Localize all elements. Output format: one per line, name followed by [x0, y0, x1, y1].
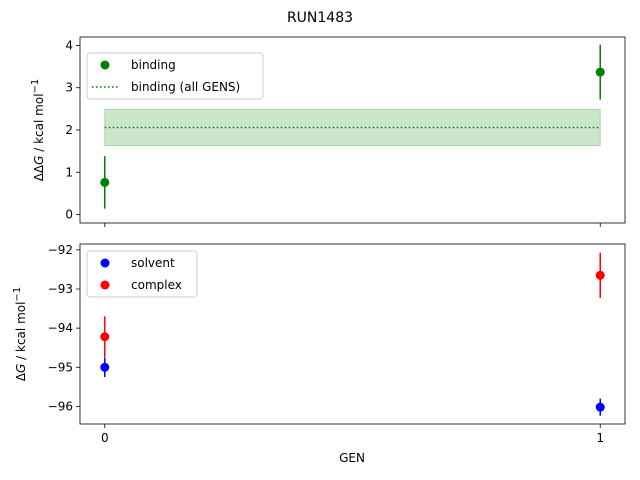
y-tick-label-ddg-3: 3	[65, 81, 73, 95]
y-tick-label-ddg-4: 4	[65, 38, 73, 52]
y-tick-label-dg-3: −95	[48, 360, 73, 374]
y-axis-label-ddg: ΔΔG / kcal mol−1	[30, 78, 46, 182]
legend-box-ddg	[86, 52, 264, 100]
y-tick-label-dg-4: −96	[48, 399, 73, 413]
legend-marker-dg-0	[100, 258, 110, 268]
legend-marker-dg-1	[100, 280, 110, 290]
legend-dg: solvent complex	[86, 250, 198, 298]
legend-box-dg	[86, 250, 198, 298]
axes-frame-dg	[79, 243, 626, 425]
chart-title: RUN1483	[287, 10, 353, 26]
point-binding-1	[595, 67, 605, 77]
y-tick-label-dg-2: −94	[48, 321, 73, 335]
x-tick-label-1: 1	[596, 431, 604, 445]
legend-marker-ddg-0	[100, 60, 110, 70]
point-complex-1	[595, 270, 605, 280]
point-solvent-0	[100, 362, 110, 372]
legend-label-dg-0: solvent	[131, 256, 175, 270]
point-complex-0	[100, 332, 110, 342]
point-binding-0	[100, 177, 110, 187]
y-tick-label-dg-0: −92	[48, 243, 73, 257]
point-solvent-1	[595, 402, 605, 412]
legend-label-ddg-0: binding	[131, 58, 176, 72]
x-axis-label: GEN	[339, 451, 365, 465]
y-tick-label-ddg-1: 1	[65, 165, 73, 179]
legend-label-dg-1: complex	[131, 278, 182, 292]
y-tick-label-ddg-2: 2	[65, 123, 73, 137]
legend-label-ddg-1: binding (all GENS)	[131, 80, 240, 94]
y-axis-label-dg: ΔG / kcal mol−1	[12, 286, 28, 382]
panel-dg: −92 −93 −94 −95 −96 0 1 ΔG / kcal mol−1 solvent c…	[12, 243, 626, 445]
y-axis-label-text-ddg: ΔΔG / kcal mol−1	[30, 78, 46, 182]
legend-ddg: binding binding (all GENS)	[86, 52, 264, 100]
y-tick-label-dg-1: −93	[48, 282, 73, 296]
x-tick-label-0: 0	[101, 431, 109, 445]
y-axis-label-text-dg: ΔG / kcal mol−1	[12, 286, 28, 382]
y-tick-label-ddg-0: 0	[65, 208, 73, 222]
